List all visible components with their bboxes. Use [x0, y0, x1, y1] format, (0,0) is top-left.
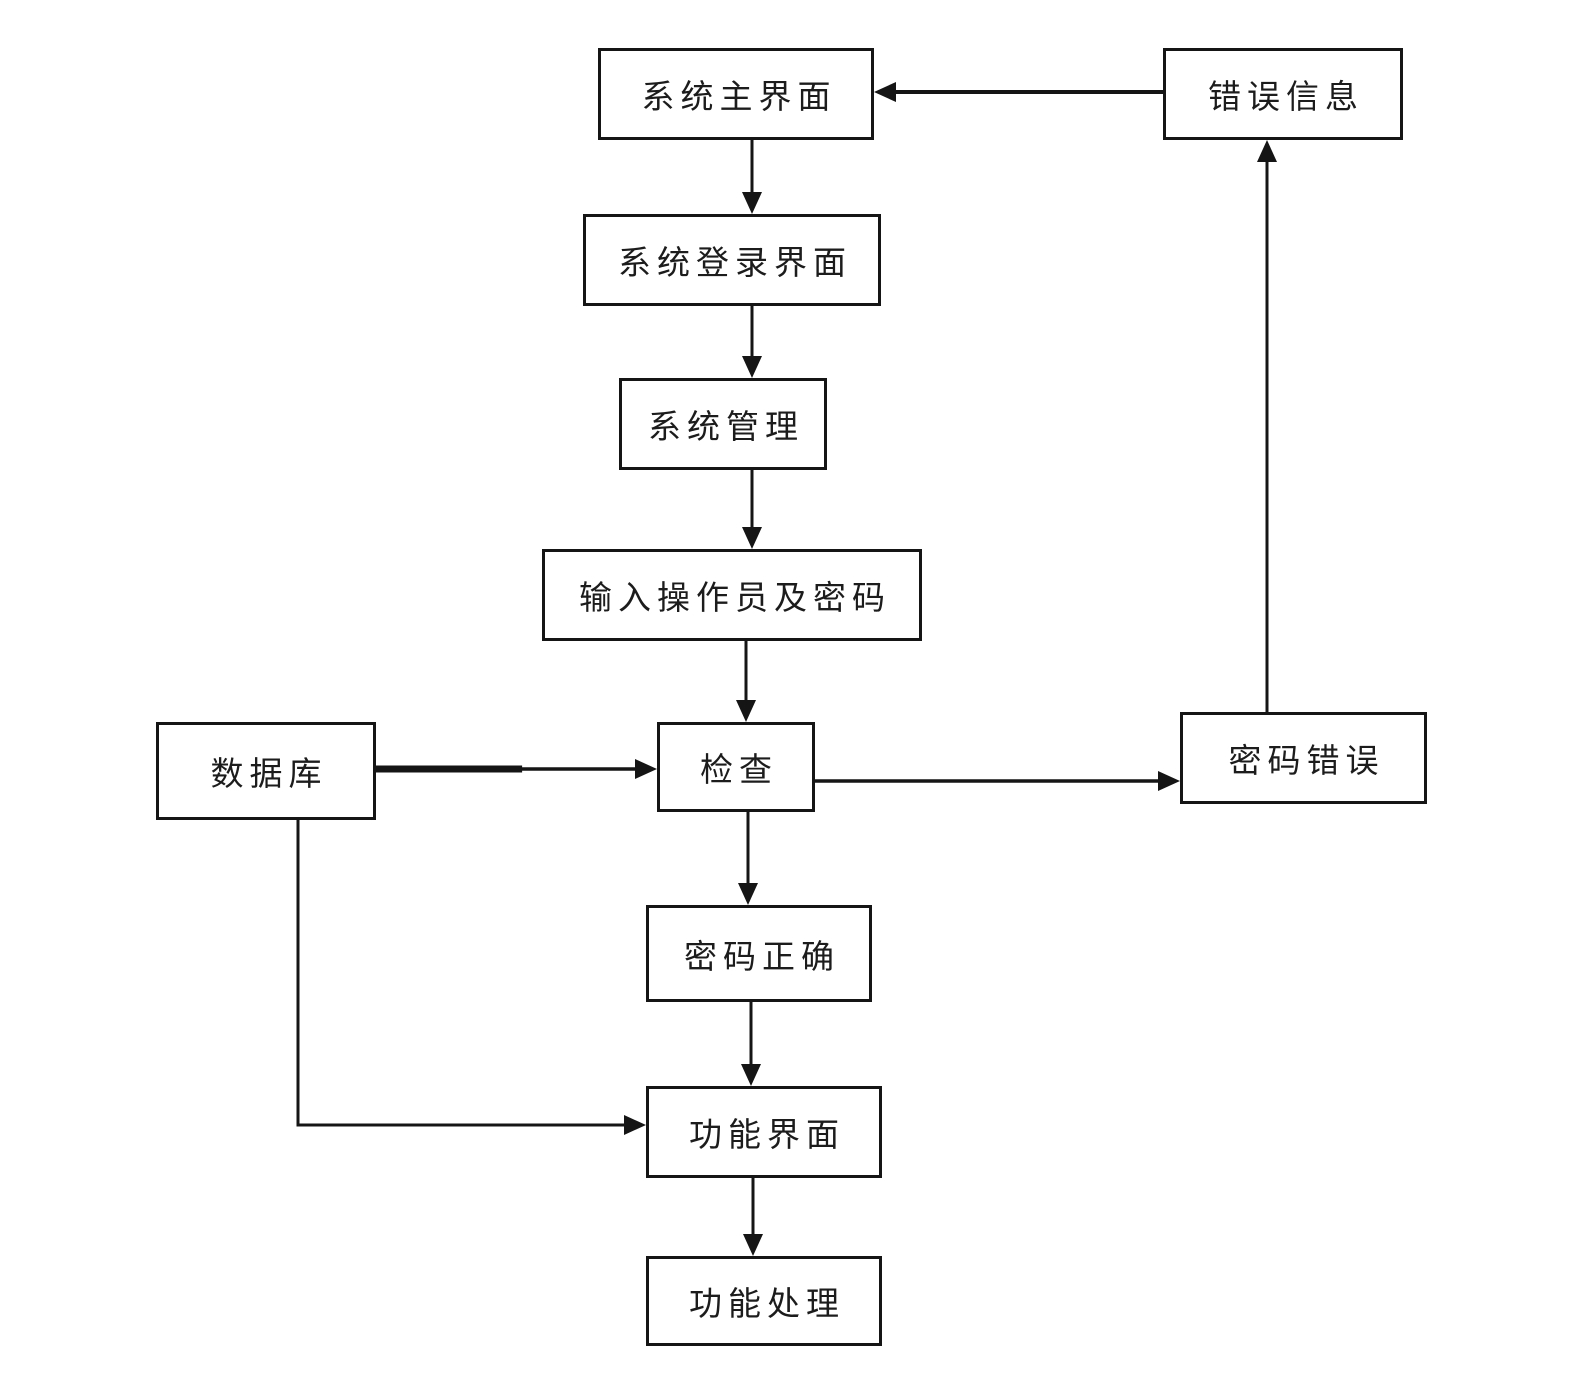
node-func-proc: 功能处理 [646, 1256, 882, 1346]
edge-main-to-login-arrowhead [742, 192, 762, 214]
edge-pwd-wrong-to-error-info-arrowhead [1257, 140, 1277, 162]
edge-error-info-to-main-arrowhead [874, 82, 896, 102]
node-label-error-info: 错误信息 [1208, 80, 1364, 116]
node-label-main: 系统主界面 [641, 80, 837, 116]
node-label-pwd-ok: 密码正确 [684, 939, 840, 976]
node-login: 系统登录界面 [583, 214, 881, 306]
edge-func-ui-to-func-proc-arrowhead [743, 1234, 763, 1256]
node-label-mgmt: 系统管理 [648, 410, 804, 446]
node-main: 系统主界面 [598, 48, 874, 140]
node-db: 数据库 [156, 722, 376, 820]
node-input: 输入操作员及密码 [542, 549, 922, 641]
edge-check-to-pwd-wrong-arrowhead [1158, 771, 1180, 791]
node-label-input: 输入操作员及密码 [579, 581, 891, 617]
edge-db-to-check-arrowhead [635, 759, 657, 779]
node-pwd-wrong: 密码错误 [1180, 712, 1427, 804]
node-label-db: 数据库 [210, 757, 328, 793]
edge-login-to-mgmt-arrowhead [742, 356, 762, 378]
edge-db-to-func-ui-arrowhead [624, 1115, 646, 1135]
node-error-info: 错误信息 [1163, 48, 1403, 140]
node-mgmt: 系统管理 [619, 378, 827, 470]
node-label-check: 检查 [700, 753, 778, 789]
node-label-login: 系统登录界面 [618, 246, 852, 282]
node-func-ui: 功能界面 [646, 1086, 882, 1178]
node-pwd-ok: 密码正确 [646, 905, 872, 1002]
node-label-pwd-wrong: 密码错误 [1228, 744, 1385, 780]
edge-pwd-ok-to-func-ui-arrowhead [741, 1064, 761, 1086]
node-check: 检查 [657, 722, 815, 812]
node-label-func-proc: 功能处理 [689, 1287, 845, 1323]
node-label-func-ui: 功能界面 [689, 1118, 845, 1154]
edge-mgmt-to-input-arrowhead [742, 527, 762, 549]
edge-input-to-check-arrowhead [736, 700, 756, 722]
edge-check-to-pwd-ok-arrowhead [738, 883, 758, 905]
